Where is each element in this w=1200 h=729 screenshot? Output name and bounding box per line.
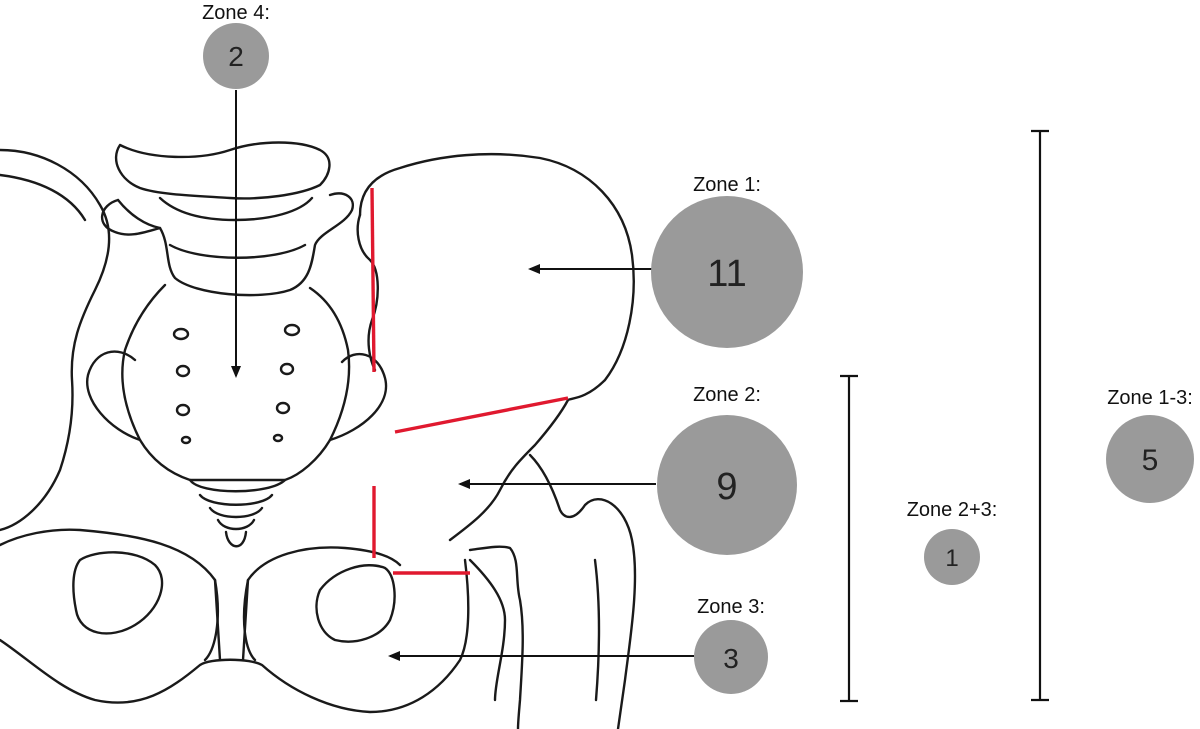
right-ilium-notch xyxy=(356,213,379,372)
bracket-zone2-3 xyxy=(840,374,858,703)
zone-arrows xyxy=(231,90,694,661)
femoral-shaft-inner xyxy=(593,558,601,702)
left-obturator-foramen xyxy=(72,551,164,635)
zone-2-label: Zone 2: xyxy=(693,384,761,406)
zone-1-count: 11 xyxy=(707,253,746,295)
zone-4-bubble xyxy=(203,23,269,89)
zone-1-3-count: 5 xyxy=(1142,444,1159,477)
zone-2-group: Zone 2: 9 xyxy=(657,384,797,555)
lumbar-vertebra-upper xyxy=(114,141,331,200)
bracket-zone1-3 xyxy=(1031,129,1049,702)
range-brackets xyxy=(840,129,1049,703)
zone-3-group: Zone 3: 3 xyxy=(694,596,768,694)
left-iliac-inner xyxy=(0,173,87,222)
zone-3-label: Zone 3: xyxy=(697,596,765,618)
sacral-foramina xyxy=(172,323,301,445)
zone-2-bubble xyxy=(657,415,797,555)
coccyx xyxy=(188,478,287,548)
zone-boundary-vertical-upper xyxy=(370,187,376,373)
zone-4-group: Zone 4: 2 xyxy=(202,2,270,89)
zone-1-3-label: Zone 1-3: xyxy=(1107,387,1193,409)
zone-2-3-group: Zone 2+3: 1 xyxy=(907,499,998,585)
zone-boundaries xyxy=(370,187,569,575)
zone-2-3-bubble xyxy=(924,529,980,585)
zone-2-3-count: 1 xyxy=(945,545,958,572)
left-iliac-outline xyxy=(0,148,111,532)
zone-1-3-bubble xyxy=(1106,415,1194,503)
zone-1-group: Zone 1: 11 xyxy=(651,174,803,348)
greater-trochanter xyxy=(528,453,637,729)
lower-pelvis-outline xyxy=(0,558,470,714)
lumbar-ring xyxy=(168,243,307,259)
zone-4-count: 2 xyxy=(228,41,244,72)
lumbar-transverse-left xyxy=(101,198,162,236)
zone-1-3-group: Zone 1-3: 5 xyxy=(1106,387,1194,503)
right-sacroiliac-lobe xyxy=(328,352,388,442)
zone-2-3-label: Zone 2+3: xyxy=(907,499,998,521)
left-sacroiliac-lobe xyxy=(85,350,142,442)
ischial-detail xyxy=(468,558,507,702)
right-ilium-outline xyxy=(358,152,635,402)
zone-4-label: Zone 4: xyxy=(202,2,270,24)
pelvis-illustration xyxy=(0,141,637,729)
zone-3-bubble xyxy=(694,620,768,694)
zone-3-count: 3 xyxy=(723,643,739,674)
right-obturator-foramen xyxy=(315,564,396,643)
pubic-symphysis xyxy=(213,578,250,662)
zone-2-count: 9 xyxy=(716,466,737,508)
zone-1-label: Zone 1: xyxy=(693,174,761,196)
acetabulum-outline xyxy=(448,398,570,542)
femoral-neck xyxy=(468,545,524,729)
zone-boundary-zone1-zone2 xyxy=(394,396,569,434)
zone-1-bubble xyxy=(651,196,803,348)
